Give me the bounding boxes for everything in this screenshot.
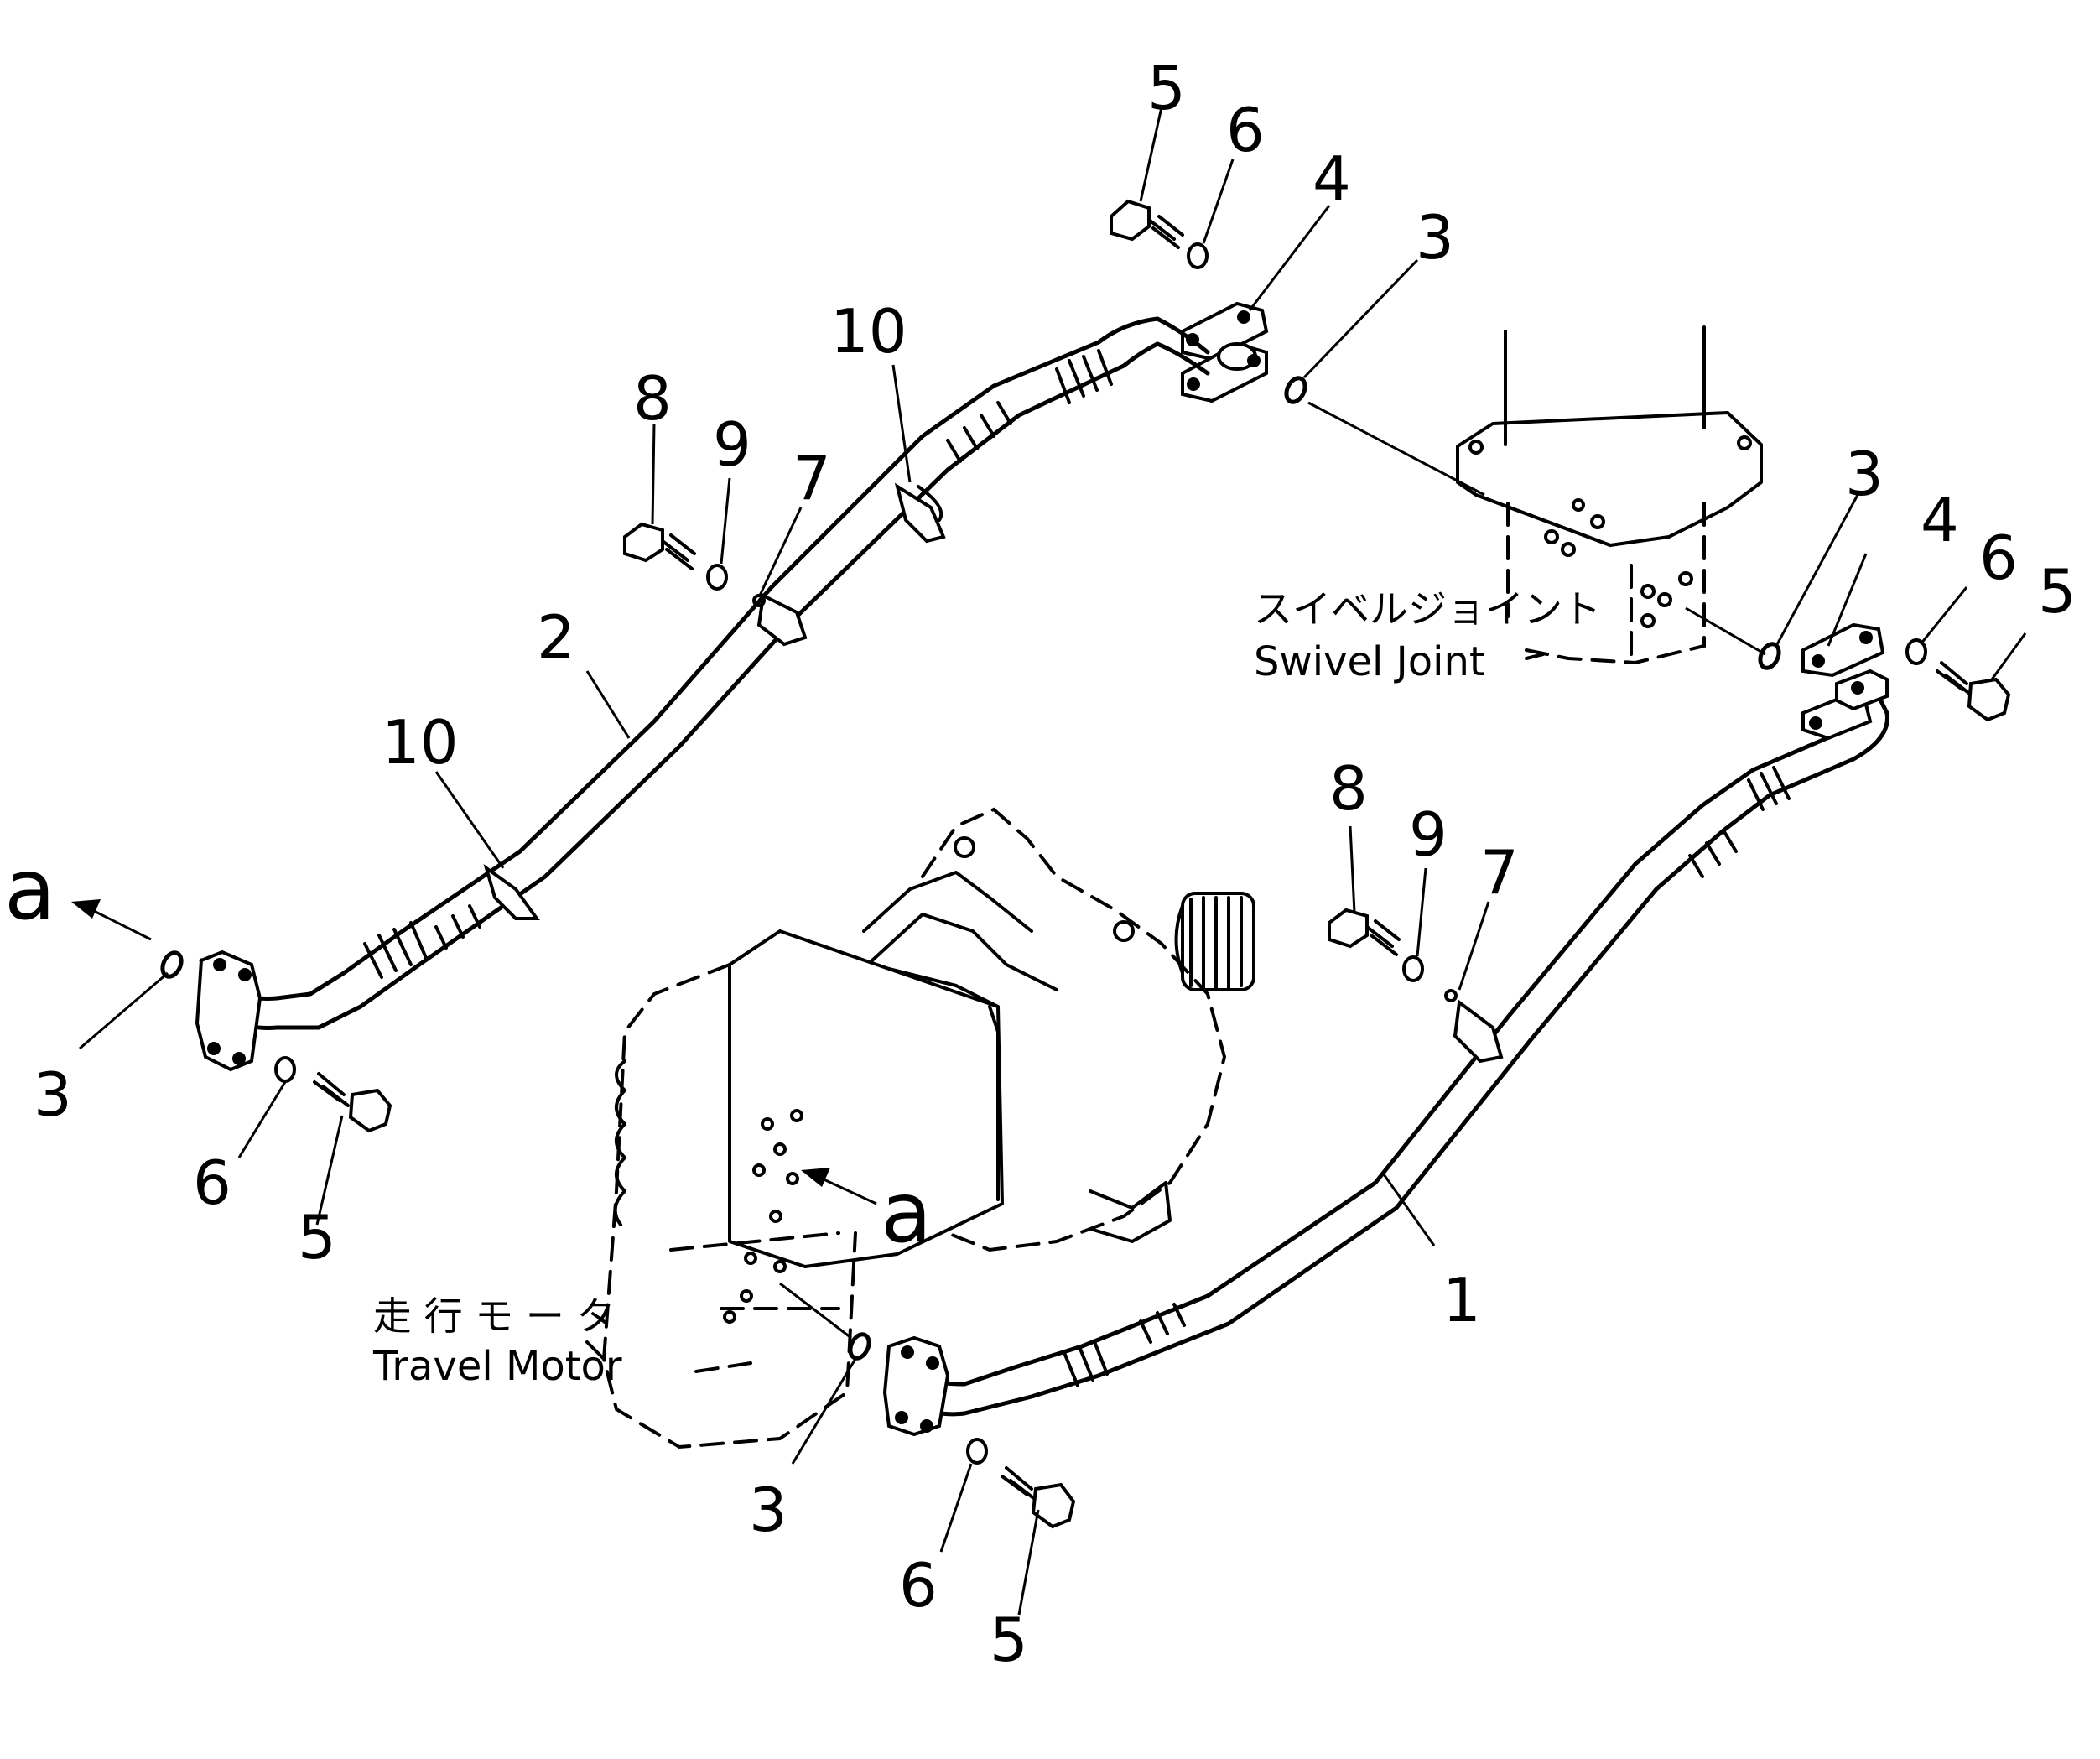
callout-numbers: 5 6 4 3 10 8 9 7 2 10 3 6 5 3 4 6 5 8 9 … [34,53,2077,1675]
callout-motor-oring: 3 [749,1475,788,1545]
left-bolt [313,1072,392,1133]
top-bolt [1110,199,1184,249]
bottom-washer [966,1438,988,1465]
view-marker-motor: a [881,1163,932,1262]
left-washer [274,1056,296,1083]
right-flange [1801,622,1885,678]
callout-upper-hose-clamp-b: 10 [382,707,459,778]
callout-right-flange: 4 [1921,485,1959,555]
callout-top-washer: 6 [1226,95,1265,165]
callout-lower-clamp: 7 [1480,837,1519,908]
callout-top-flange: 4 [1312,143,1351,214]
callout-bottom-bolt: 5 [990,1605,1028,1675]
callout-lower-hose: 1 [1442,1265,1481,1335]
callout-upper-bolt: 8 [633,363,672,434]
travel-motor-label-en: Travel Motor [372,1343,622,1390]
callout-upper-clamp: 7 [793,443,831,513]
top-oring [1284,376,1307,404]
view-arrows [71,899,877,1205]
bottom-bolt [1001,1466,1076,1529]
callout-right-washer: 6 [1979,523,2018,593]
swivel-joint-label-jp: スイベルジョイント [1254,586,1601,632]
motor-oring [848,1332,871,1361]
upper-hose [195,301,1269,1072]
callout-left-washer: 6 [193,1148,231,1218]
callout-upper-hose: 2 [537,602,575,673]
callout-bottom-washer: 6 [899,1550,938,1621]
upper-hose-bottom-fitting [363,921,428,979]
travel-motor-label-jp: 走 行 モ ー タ [373,1293,616,1339]
view-marker-left: a [4,840,55,939]
callout-left-oring: 3 [34,1059,72,1130]
callout-right-oring: 3 [1845,439,1884,509]
right-oring [1758,642,1781,670]
lower-hose [882,669,1889,1437]
callout-right-bolt: 5 [2038,556,2077,627]
callout-top-oring: 3 [1416,202,1454,273]
swivel-joint-label-en: Swivel Joint [1254,638,1485,685]
callout-lower-washer: 9 [1409,799,1448,870]
callout-top-bolt: 5 [1147,53,1186,123]
upper-bolt [623,522,696,570]
right-bolt [1936,661,2011,722]
swivel-joint-drawing [1456,325,1763,665]
lower-washer [1402,955,1424,982]
left-oring [160,950,184,979]
top-washer [1187,242,1209,269]
upper-washer [706,564,728,591]
callout-upper-hose-clamp-a: 10 [830,296,907,367]
callout-upper-washer: 9 [713,409,751,480]
travel-motor-drawing [585,807,1255,1449]
callout-left-bolt: 5 [298,1202,336,1272]
callout-lower-bolt: 8 [1329,753,1368,824]
right-washer [1905,638,1927,665]
upper-hose-top-fitting [1055,349,1113,404]
leader-lines [79,107,2027,1616]
lower-bolt [1328,908,1401,956]
